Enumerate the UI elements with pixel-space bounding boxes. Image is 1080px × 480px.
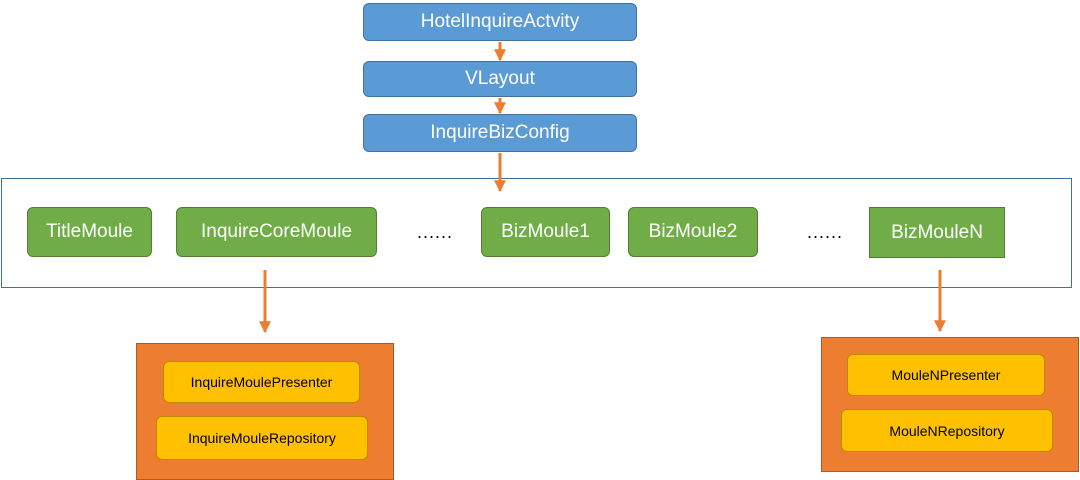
module-biz-1: BizMoule1 bbox=[481, 207, 610, 257]
module-label: BizMoule2 bbox=[648, 221, 738, 242]
module-biz-n: BizMouleN bbox=[869, 207, 1005, 258]
ellipsis-2: ...... bbox=[806, 221, 843, 242]
core-presenter: InquireMoulePresenter bbox=[163, 361, 360, 403]
repository-label: MouleNRepository bbox=[889, 422, 1005, 439]
node-label: VLayout bbox=[465, 68, 535, 89]
ellipsis-1: ...... bbox=[416, 221, 453, 242]
module-label: InquireCoreMoule bbox=[200, 221, 353, 242]
module-biz-2: BizMoule2 bbox=[628, 207, 758, 257]
node-inquire-biz-config: InquireBizConfig bbox=[363, 114, 637, 152]
n-presenter: MouleNPresenter bbox=[847, 354, 1045, 396]
presenter-label: MouleNPresenter bbox=[891, 367, 1001, 383]
module-title: TitleMoule bbox=[27, 207, 152, 257]
node-vlayout: VLayout bbox=[363, 61, 637, 97]
node-label: HotelInquireActvity bbox=[420, 11, 580, 32]
node-hotel-inquire-activity: HotelInquireActvity bbox=[363, 3, 637, 41]
node-label: InquireBizConfig bbox=[430, 122, 570, 143]
repository-label: InquireMouleRepository bbox=[188, 430, 336, 446]
module-label: BizMoule1 bbox=[501, 221, 590, 242]
module-label: BizMouleN bbox=[891, 221, 983, 243]
module-label: TitleMoule bbox=[46, 221, 133, 242]
module-inquire-core: InquireCoreMoule bbox=[176, 207, 377, 257]
core-repository: InquireMouleRepository bbox=[156, 416, 368, 460]
n-repository: MouleNRepository bbox=[841, 409, 1053, 452]
presenter-label: InquireMoulePresenter bbox=[190, 374, 333, 390]
